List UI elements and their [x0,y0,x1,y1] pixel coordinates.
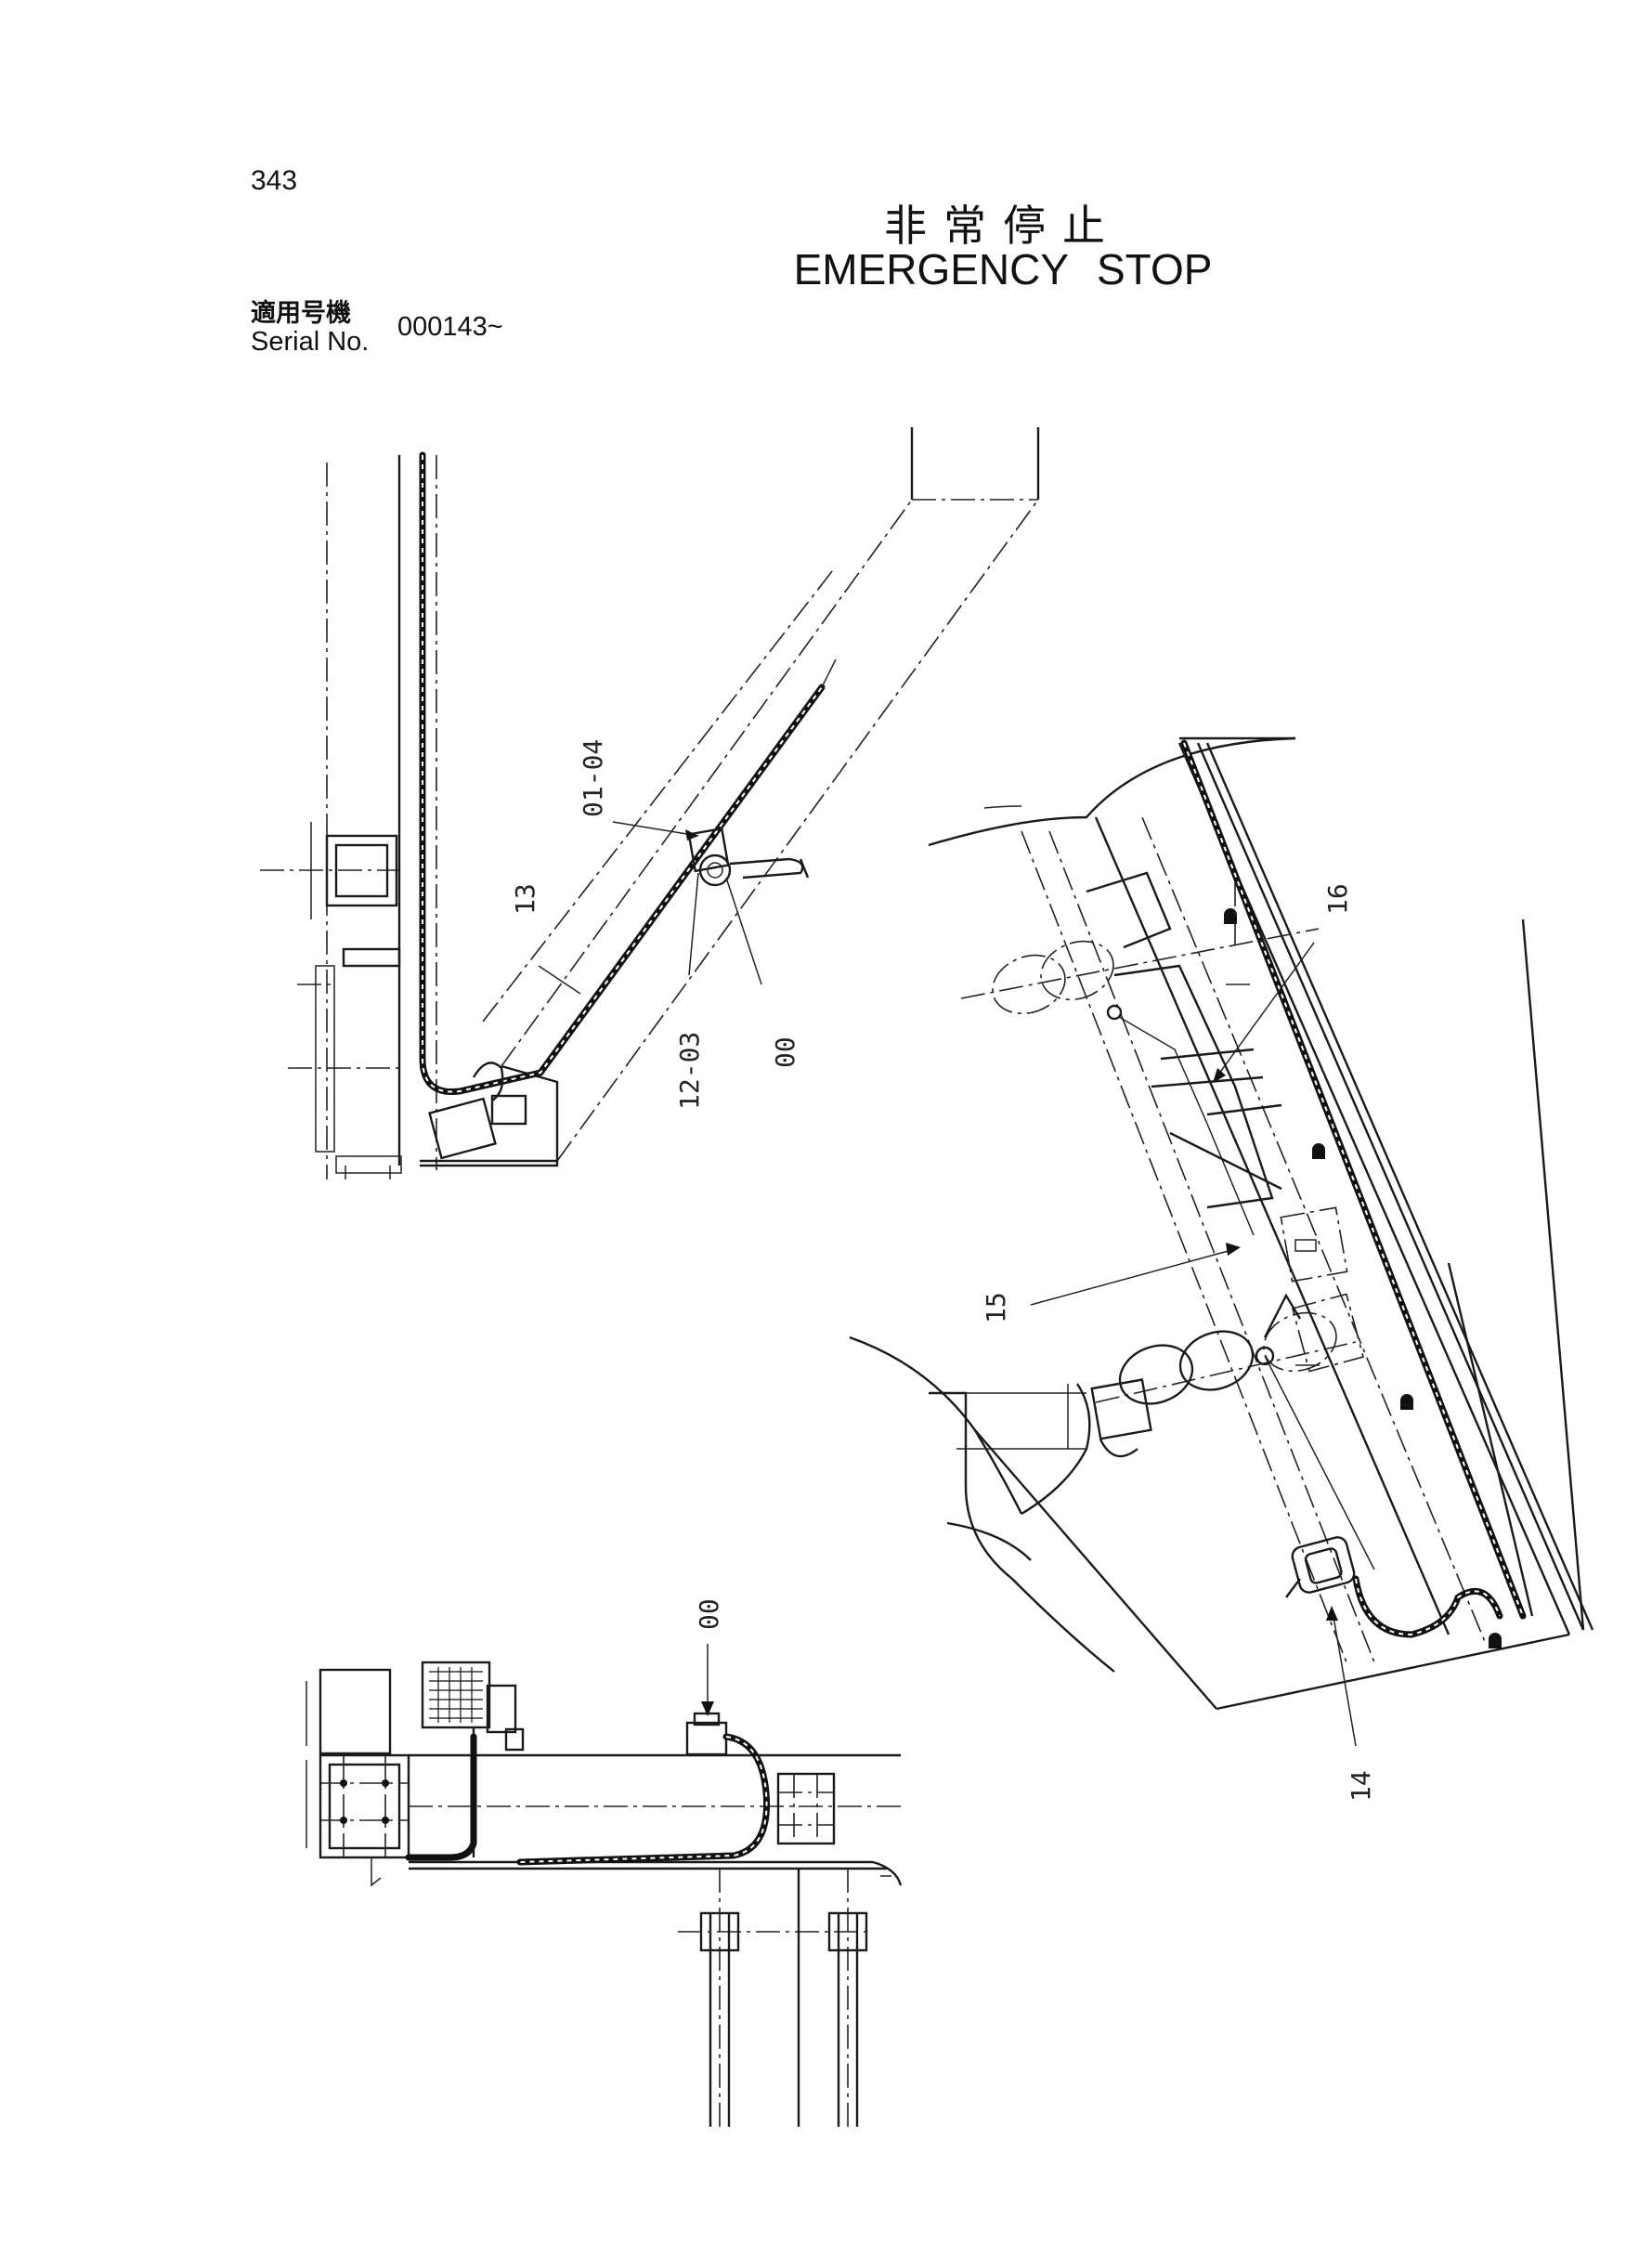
title-japanese: 非常停止 [884,201,1122,251]
callout-00-top: 00 [770,1036,800,1068]
top-view-drawing: 01-04 13 12-03 00 [260,427,1040,1179]
callout-01-04: 01-04 [578,739,608,817]
page-number: 343 [251,165,298,196]
right-view-drawing: 16 15 14 [849,736,1594,1802]
callout-16: 16 [1322,883,1353,915]
callout-00-side: 00 [694,1598,724,1630]
serial-label-english: Serial No. [251,327,370,357]
callout-12-03: 12-03 [674,1032,705,1110]
callout-15: 15 [981,1292,1011,1323]
serial-label-japanese: 適用号機 [251,299,351,328]
serial-number-value: 000143~ [397,312,503,342]
callout-13: 13 [510,883,540,915]
title-english: EMERGENCY STOP [793,245,1213,293]
side-view-drawing: 00 [306,1598,903,2127]
callout-14: 14 [1346,1770,1376,1802]
